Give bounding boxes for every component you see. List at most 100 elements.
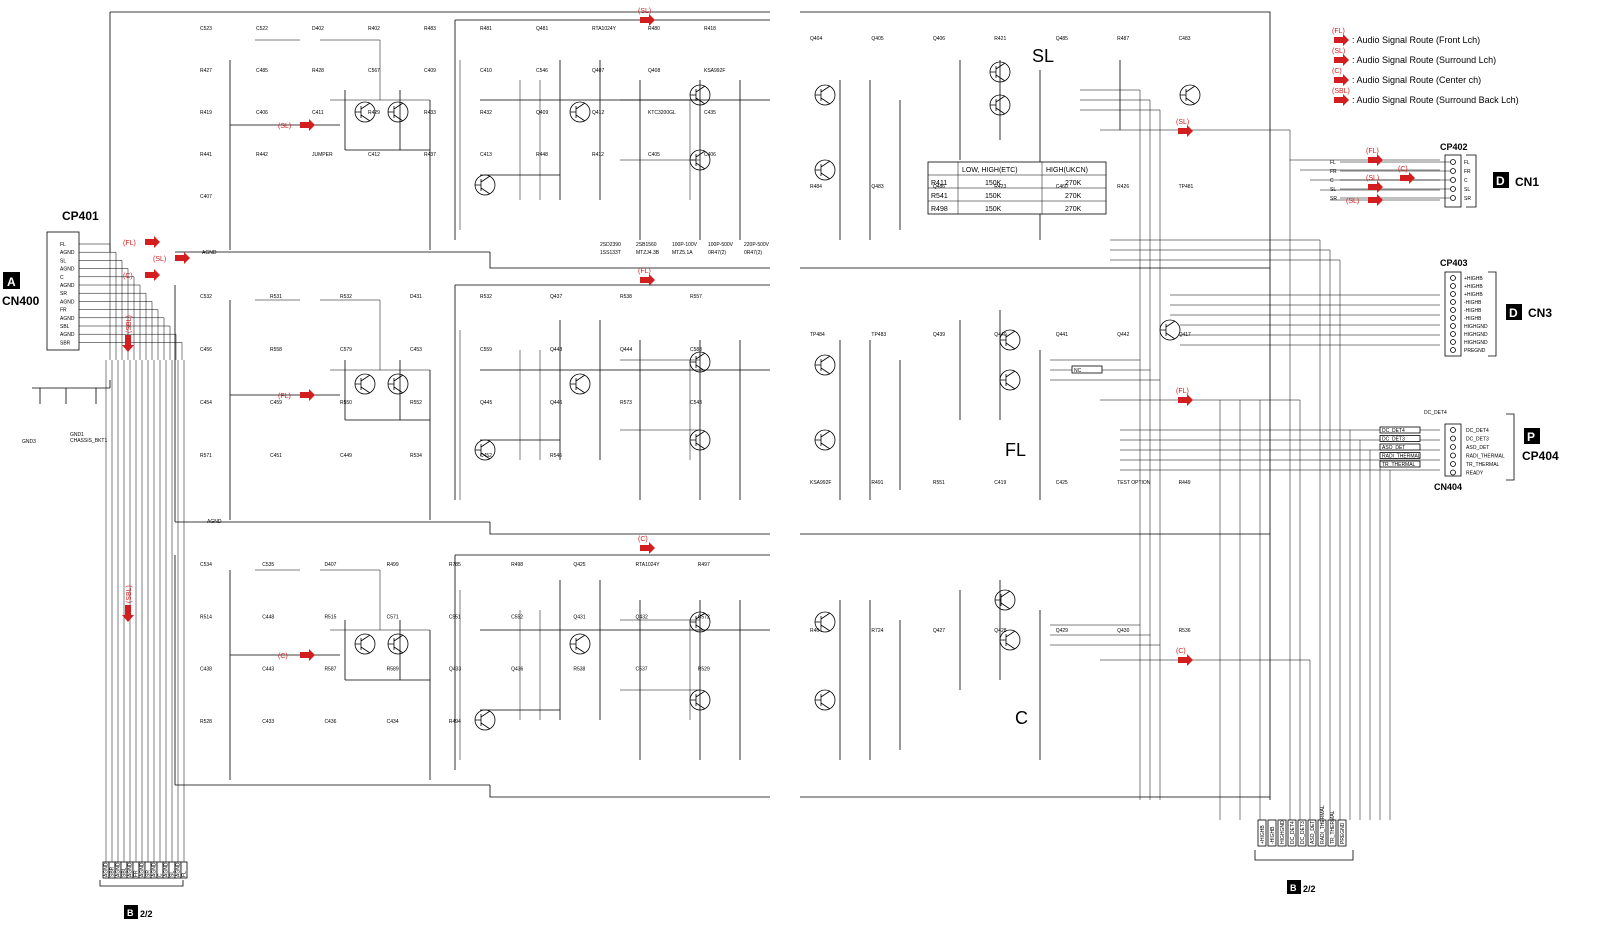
cn1-wire-label: FL [1330, 160, 1336, 166]
component-label: C459 [270, 400, 282, 406]
route-flag-left: (C) [123, 269, 160, 281]
component-label: R558 [270, 347, 282, 353]
table-r1-c2: 270K [1065, 193, 1082, 200]
component-label: R538 [573, 667, 585, 673]
bus-right-label: RADI_THERMAL [1320, 805, 1326, 844]
component-label: 0R47(2) [744, 250, 762, 256]
cn1-name: CN1 [1515, 175, 1539, 189]
component-label: R484 [810, 184, 822, 190]
component-label: C413 [480, 152, 492, 158]
route-flag-top-label: (SL) [638, 8, 651, 15]
route-flag-sbl-label: (SBL) [126, 585, 133, 603]
table-header-low: LOW, HIGH(ETC) [962, 167, 1018, 174]
component-label: R449 [1179, 480, 1191, 486]
nc-label: DC_DET4 [1424, 410, 1447, 416]
component-label: R483 [424, 26, 436, 32]
bus-left-label: AGND [128, 862, 134, 877]
component-label: R426 [1117, 184, 1129, 190]
component-label: C406 [704, 152, 716, 158]
component-label: C534 [200, 562, 212, 568]
route-arrow-icon [1368, 154, 1383, 166]
component-label: R536 [1179, 628, 1191, 634]
agnd-label: AGND [202, 250, 217, 256]
component-label: Q407 [592, 68, 604, 74]
cn1-badge [1493, 172, 1509, 188]
cn1-wire-label: C [1330, 178, 1334, 184]
cp404-connector: DC_DET4DC_DET3ASO_DETRADI_THERMALTR_THER… [1379, 410, 1559, 492]
cn400-pin-label: AGND [60, 316, 75, 322]
transistor-icon [689, 429, 711, 451]
component-label: R421 [994, 36, 1006, 42]
route-flag-top: (FL) [638, 268, 655, 286]
cp403-pin-label: -HIGHB [1464, 308, 1482, 314]
component-label: C410 [480, 68, 492, 74]
component-label: Q444 [620, 347, 632, 353]
component-label: R531 [270, 294, 282, 300]
component-label: C452 [480, 453, 492, 459]
gnd3-label: GND3 [22, 439, 36, 445]
component-label: R546 [550, 453, 562, 459]
component-label: C448 [262, 614, 274, 620]
route-arrow-icon [640, 542, 655, 554]
transistor-icon [814, 84, 836, 106]
component-label: R429 [368, 110, 380, 116]
component-label: Q430 [1117, 628, 1129, 634]
component-label: R402 [368, 26, 380, 32]
cp403-connector: CP403 +HIGHB+HIGHB+HIGHB-HIGHB-HIGHB-HIG… [1440, 258, 1552, 357]
route-arrow-icon [145, 236, 160, 248]
left-connector-cn400: A CN400 CP401 FLAGNDSLAGNDCAGNDSRAGNDFRA… [2, 209, 183, 445]
component-label: Q441 [1056, 332, 1068, 338]
component-label: 1SS133T [600, 250, 621, 256]
route-flag-cn1: (SL) [1346, 194, 1383, 206]
chassis-label: CHASSIS_BKT1 [70, 438, 107, 444]
component-label: C433 [262, 719, 274, 725]
b22-left-letter: B [127, 908, 134, 918]
component-label: C522 [256, 26, 268, 32]
component-label: R412 [592, 152, 604, 158]
route-flag-cn1: (C) [1398, 166, 1415, 184]
component-label: C559 [480, 347, 492, 353]
component-label: R557 [690, 294, 702, 300]
cp403-pin-label: HIGHGND [1464, 340, 1488, 346]
component-label: C572 [698, 614, 710, 620]
bus-left-label: AGND [176, 862, 182, 877]
component-label: Q445 [480, 400, 492, 406]
component-label: R418 [704, 26, 716, 32]
component-label: C438 [200, 667, 212, 673]
component-label: C456 [200, 347, 212, 353]
route-flag-top: (C) [638, 536, 655, 554]
legend-text: : Audio Signal Route (Surround Lch) [1352, 55, 1496, 65]
route-flag-left-label: (SL) [153, 256, 166, 263]
agnd-label: AGND [207, 519, 222, 525]
cp403-pin-label: HIGHGND [1464, 332, 1488, 338]
bus-left-label: SL [170, 871, 176, 877]
component-label: Q428 [994, 628, 1006, 634]
component-label: C551 [449, 614, 461, 620]
route-arrow-icon [1368, 194, 1383, 206]
cp402-pin-label: SL [1464, 187, 1470, 193]
b22-left-text: 2/2 [140, 909, 153, 919]
legend-text: : Audio Signal Route (Center ch) [1352, 75, 1481, 85]
component-label: C546 [536, 68, 548, 74]
component-label: R552 [410, 400, 422, 406]
table-r0-c1: 150K [985, 180, 1002, 187]
component-label: Q412 [592, 110, 604, 116]
component-label: R571 [200, 453, 212, 459]
component-label: R494 [449, 719, 461, 725]
b22-right-letter: B [1290, 883, 1297, 893]
component-label: C537 [636, 667, 648, 673]
transistor-icon [354, 633, 376, 655]
route-flags: (SL)(FL)(C)(SL)(FL)(C)(FL)(SL)(C)(SL)(FL… [122, 8, 1415, 666]
route-arrow-icon [1334, 94, 1349, 106]
component-label: C483 [1179, 36, 1191, 42]
component-label: R532 [480, 294, 492, 300]
component-label: R491 [871, 480, 883, 486]
cp404-pin-label: READY [1466, 471, 1484, 477]
transistor-icon [689, 351, 711, 373]
component-label: KSA992F [704, 68, 725, 74]
cp402-name: CP402 [1440, 142, 1468, 152]
component-label: 220P-500V [744, 242, 770, 248]
component-label: C535 [262, 562, 274, 568]
